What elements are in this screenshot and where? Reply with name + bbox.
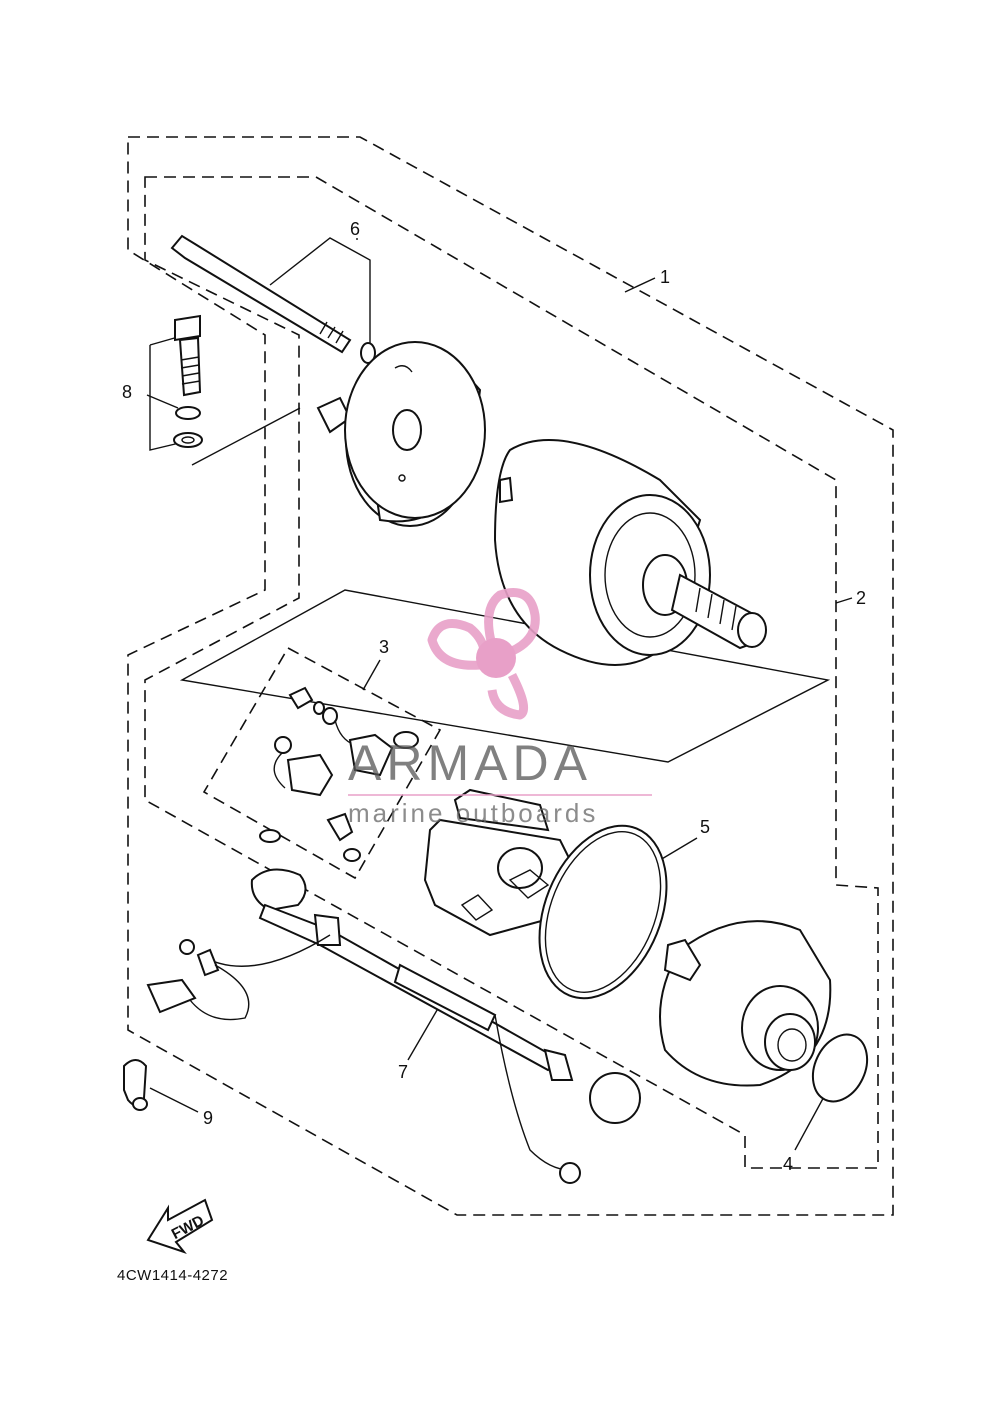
forward-arrow: FWD bbox=[146, 1198, 214, 1255]
propeller-icon bbox=[427, 588, 540, 720]
callout-4: 4 bbox=[783, 1154, 793, 1174]
o-ring-small bbox=[811, 1033, 869, 1103]
drawing-code: 4CW1414-4272 bbox=[117, 1267, 228, 1284]
lead-wire bbox=[146, 868, 641, 1184]
watermark-brand: ARMADA bbox=[348, 735, 592, 791]
callout-2: 2 bbox=[856, 588, 866, 608]
o-ring-large bbox=[538, 824, 668, 1000]
callout-3: 3 bbox=[379, 637, 389, 657]
through-bolt bbox=[170, 234, 376, 364]
callout-1: 1 bbox=[660, 267, 670, 287]
front-cover bbox=[316, 341, 486, 527]
watermark-tagline: marine outboards bbox=[348, 798, 598, 828]
callout-leaders bbox=[146, 238, 853, 1151]
mounting-bolt bbox=[173, 314, 203, 448]
brush-set bbox=[259, 686, 419, 862]
callout-8: 8 bbox=[122, 382, 132, 402]
bracket-lines bbox=[149, 237, 831, 763]
rear-cover bbox=[659, 920, 832, 1087]
callout-7: 7 bbox=[398, 1062, 408, 1082]
callout-5: 5 bbox=[700, 817, 710, 837]
assembly-1-boundary bbox=[127, 136, 894, 1216]
armada-logo: ARMADA marine outboards bbox=[348, 588, 652, 828]
yoke-armature bbox=[493, 439, 767, 666]
assembly-3-boundary bbox=[202, 646, 442, 880]
callout-9: 9 bbox=[203, 1108, 213, 1128]
callout-6: 6 bbox=[350, 219, 360, 239]
propeller-hub bbox=[476, 638, 516, 678]
assembly-2-boundary bbox=[144, 176, 879, 1169]
